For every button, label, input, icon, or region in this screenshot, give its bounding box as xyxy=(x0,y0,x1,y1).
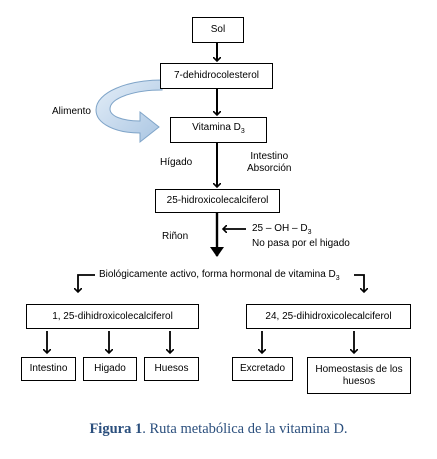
liver-step-label: Hígado xyxy=(160,157,193,168)
hydroxy25-box: 25-hidroxicolecalciferol xyxy=(155,189,280,213)
sun-label: Sol xyxy=(210,24,226,35)
dihydroxy-24-25-label: 24, 25-dihidroxicolecalciferol xyxy=(265,310,392,322)
vitamin-d3-label: Vitamina D3 xyxy=(192,122,245,135)
homeostasis-label-line2: huesos xyxy=(342,375,376,387)
excreted-label: Excretado xyxy=(239,363,286,374)
homeostasis-box: Homeostasis de los huesos xyxy=(307,357,411,394)
sun-box: Sol xyxy=(192,17,244,43)
intestine-box: Intestino xyxy=(21,357,76,381)
arrow-branch-right xyxy=(354,274,364,292)
dehydrocholesterol-box: 7-dehidrocolesterol xyxy=(160,63,273,89)
bones-label: Huesos xyxy=(154,363,189,374)
liver-label: Higado xyxy=(94,363,126,374)
figure-caption-text: . Ruta metabólica de la vitamina D. xyxy=(142,421,348,437)
oh-d3-label: 25 – OH – D3 xyxy=(252,223,312,236)
vitamin-d3-box: Vitamina D3 xyxy=(170,117,267,143)
liver-box: Higado xyxy=(83,357,137,381)
arrow-branch-left xyxy=(78,274,95,292)
intestine-absorption-label: Intestino Absorción xyxy=(247,151,292,174)
homeostasis-label-line1: Homeostasis de los xyxy=(315,363,403,375)
figure-caption: Figura 1. Ruta metabólica de la vitamina… xyxy=(0,421,437,438)
active-form-label: Biológicamente activo, forma hormonal de… xyxy=(99,269,340,282)
kidney-label: Riñon xyxy=(162,231,189,242)
dehydrocholesterol-label: 7-dehidrocolesterol xyxy=(173,70,260,81)
bones-box: Huesos xyxy=(144,357,199,381)
hydroxy25-label: 25-hidroxicolecalciferol xyxy=(166,195,269,206)
food-label: Alimento xyxy=(52,106,91,117)
figure-caption-label: Figura 1 xyxy=(89,421,143,437)
dihydroxy-1-25-label: 1, 25-dihidroxicolecalciferol xyxy=(52,310,173,322)
excreted-box: Excretado xyxy=(232,357,293,381)
food-curved-arrow xyxy=(95,79,163,144)
dihydroxy-1-25-box: 1, 25-dihidroxicolecalciferol xyxy=(26,304,199,329)
dihydroxy-24-25-box: 24, 25-dihidroxicolecalciferol xyxy=(246,304,411,329)
intestine-label: Intestino xyxy=(29,363,68,374)
no-liver-label: No pasa por el higado xyxy=(252,238,350,249)
